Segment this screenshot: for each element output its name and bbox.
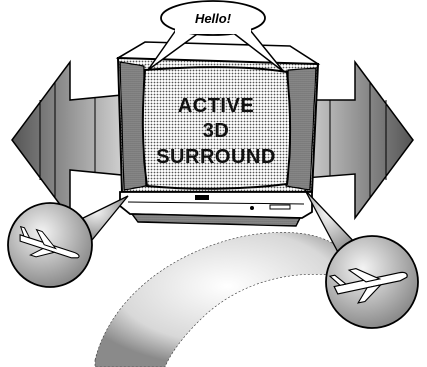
left-sound-arrow-icon (12, 62, 122, 218)
screen-line-1: ACTIVE (178, 95, 254, 117)
left-airplane-bubble (8, 196, 128, 287)
right-sound-arrow-icon (305, 62, 413, 218)
floor-shadow (95, 232, 360, 367)
screen-line-2: 3D (203, 120, 230, 142)
screen-line-3: SURROUND (156, 146, 276, 168)
speech-bubble-text: Hello! (195, 11, 232, 26)
